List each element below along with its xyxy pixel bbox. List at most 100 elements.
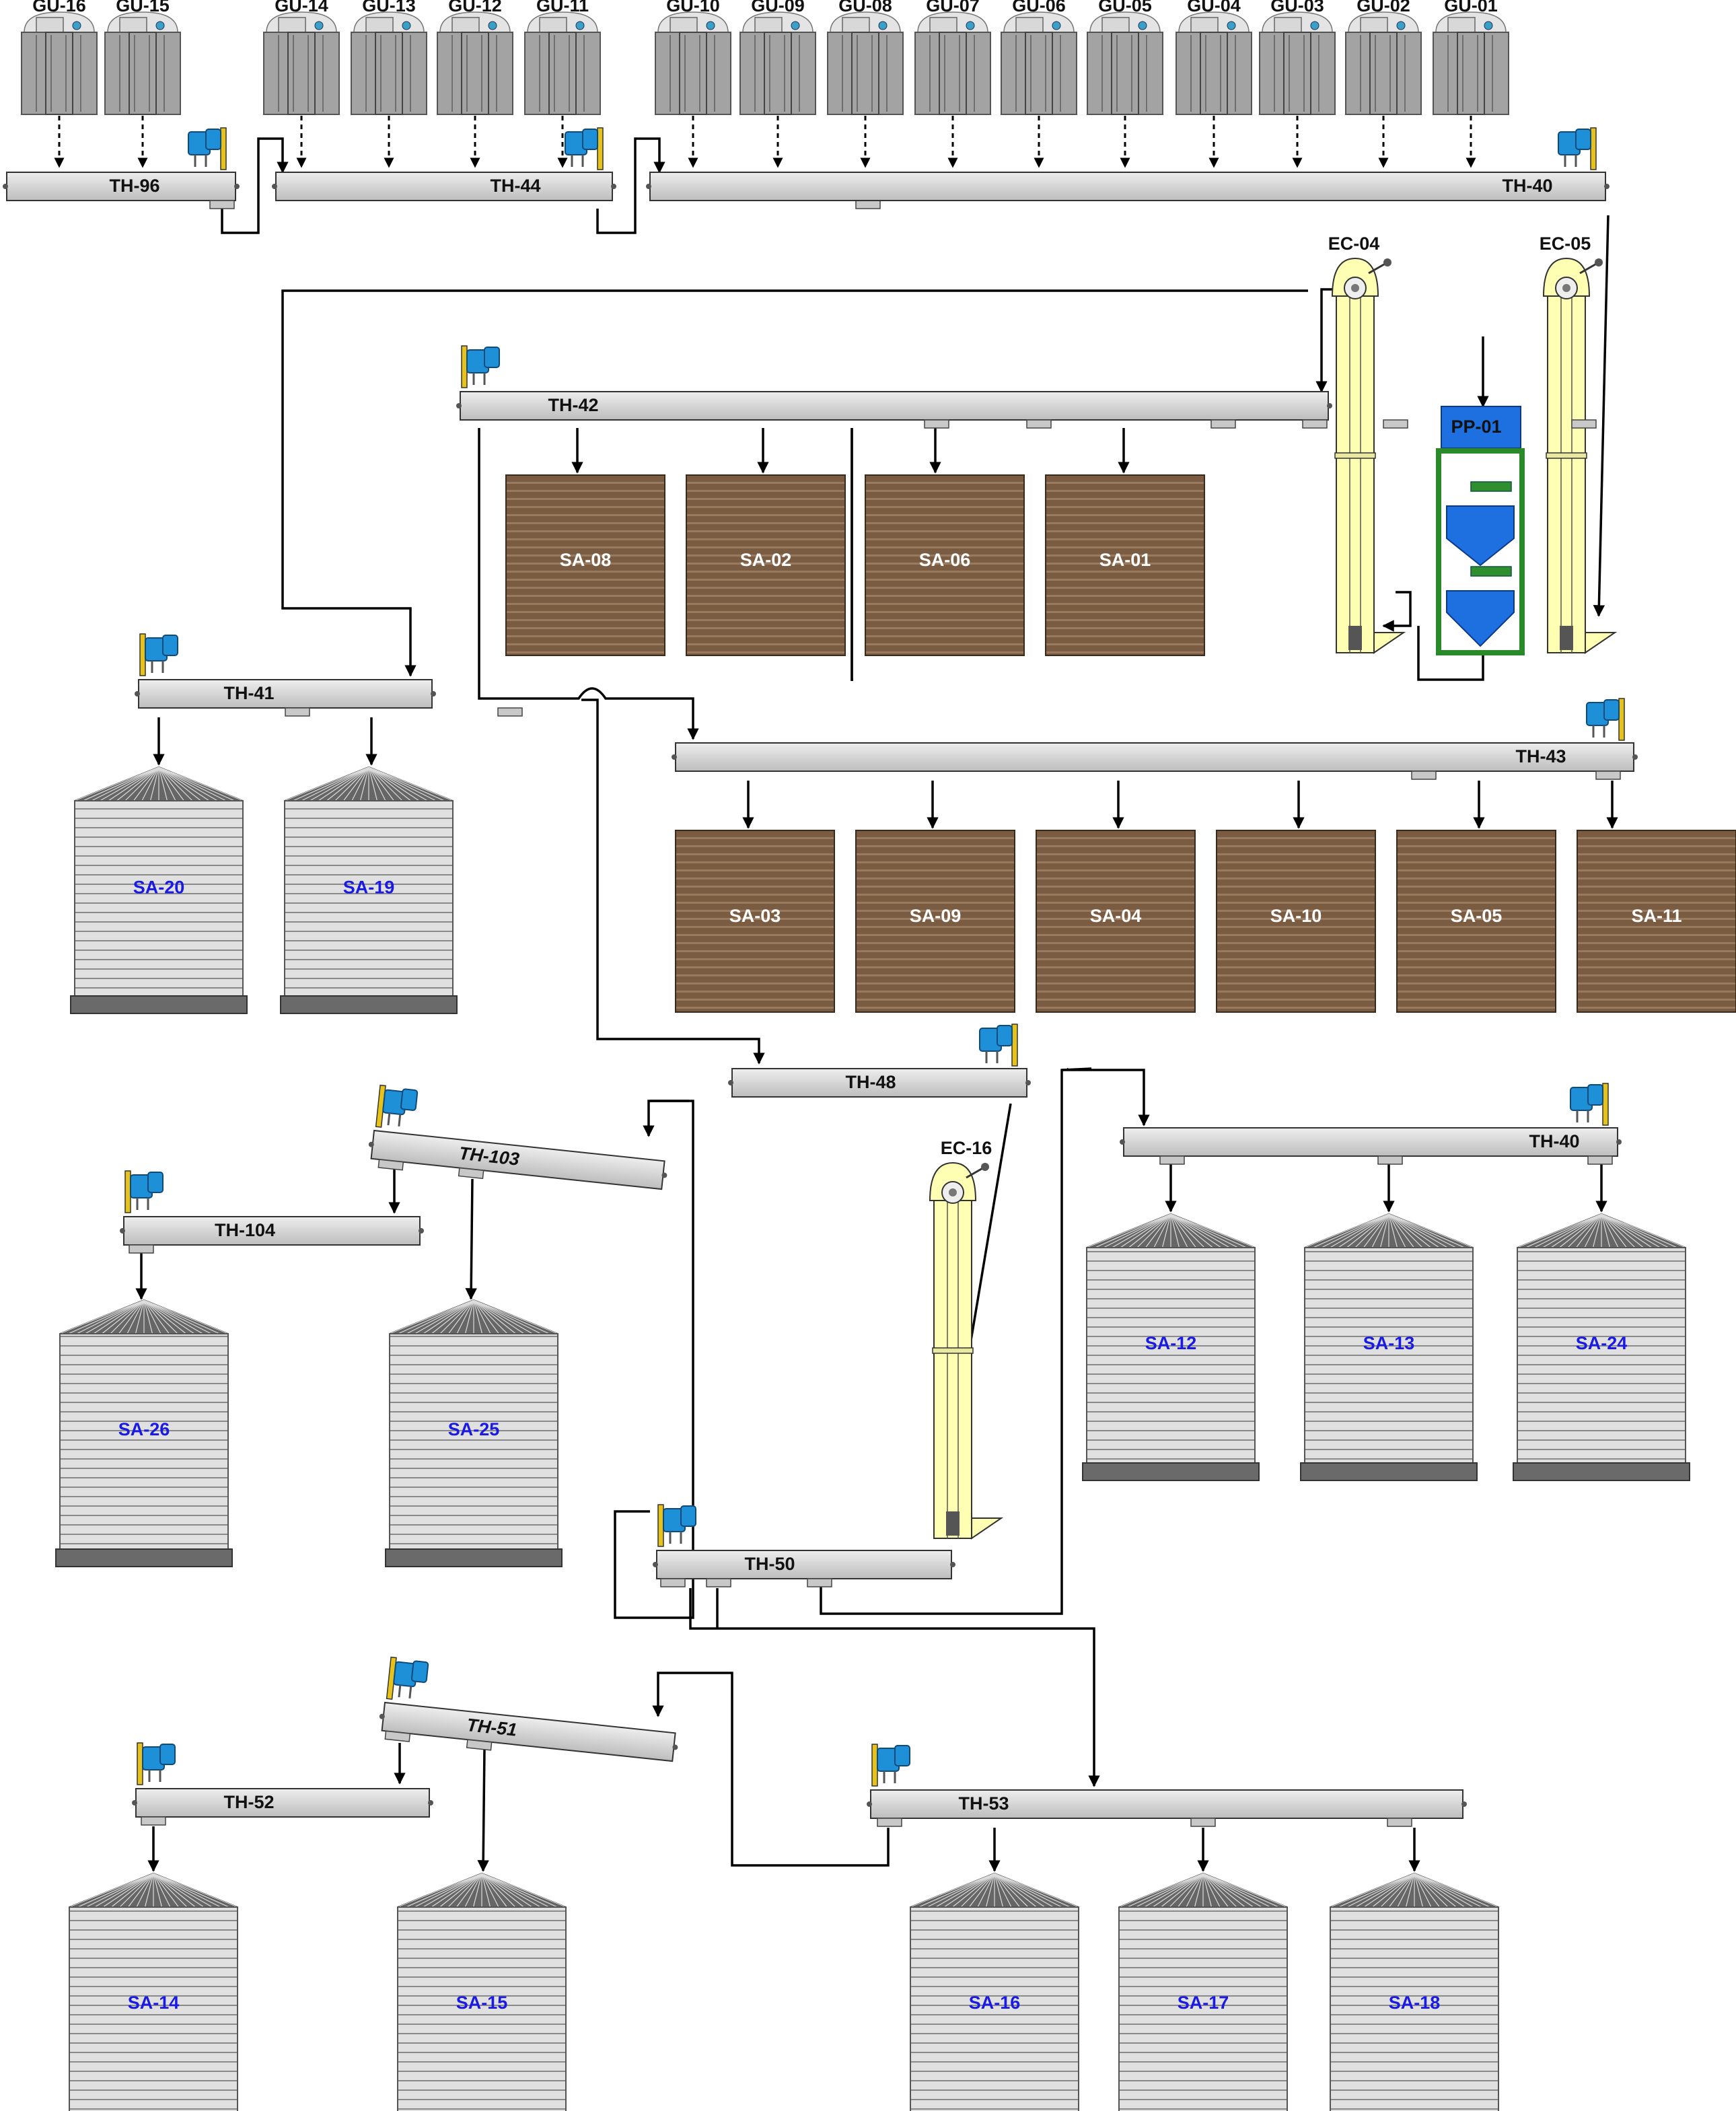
motor-icon bbox=[1587, 699, 1624, 740]
dryer-label: GU-10 bbox=[666, 0, 720, 15]
elevator-label: EC-05 bbox=[1540, 234, 1591, 254]
dryer-unit: GU-03 bbox=[1260, 0, 1335, 114]
conveyor-label: TH-96 bbox=[109, 176, 159, 196]
screw-conveyor: TH-104 bbox=[120, 1171, 424, 1253]
screw-conveyor: TH-51 bbox=[377, 1657, 684, 1770]
bin-label: SA-08 bbox=[560, 550, 612, 570]
conveyor-label: TH-50 bbox=[744, 1554, 795, 1574]
motor-icon bbox=[1570, 1083, 1608, 1125]
purifier-unit: PP-01 bbox=[1439, 406, 1522, 653]
dryer-label: GU-12 bbox=[448, 0, 502, 15]
silo: SA-15 bbox=[394, 1873, 570, 2111]
silo: SA-12 bbox=[1083, 1214, 1259, 1480]
elevator-label: EC-04 bbox=[1328, 234, 1380, 254]
conveyor-label: TH-48 bbox=[845, 1072, 896, 1092]
silo: SA-17 bbox=[1115, 1873, 1291, 2111]
screw-conveyor: TH-42 bbox=[456, 346, 1596, 428]
dryer-unit: GU-16 bbox=[22, 0, 97, 114]
silo-label: SA-17 bbox=[1178, 1993, 1229, 2013]
silo: SA-14 bbox=[65, 1873, 242, 2111]
motor-icon bbox=[376, 1085, 418, 1131]
screw-conveyor: TH-53 bbox=[867, 1744, 1467, 1826]
dryer-unit: GU-04 bbox=[1176, 0, 1252, 114]
dryer-unit: GU-12 bbox=[437, 0, 513, 114]
dryer-unit: GU-05 bbox=[1087, 0, 1163, 114]
screw-conveyor: TH-52 bbox=[132, 1743, 433, 1825]
bucket-elevator: EC-04 bbox=[1328, 234, 1404, 653]
dryer-unit: GU-01 bbox=[1433, 0, 1509, 114]
motor-icon bbox=[137, 1743, 175, 1785]
dryer-unit: GU-09 bbox=[740, 0, 816, 114]
dryer-unit: GU-07 bbox=[915, 0, 990, 114]
conveyor-label: TH-44 bbox=[490, 176, 540, 196]
conveyor-label: TH-104 bbox=[215, 1220, 275, 1240]
flat-storage-bin: SA-06 bbox=[865, 475, 1024, 655]
dryer-label: GU-08 bbox=[838, 0, 892, 15]
dryer-unit: GU-15 bbox=[105, 0, 180, 114]
silo-label: SA-15 bbox=[456, 1993, 508, 2013]
conveyor-label: TH-43 bbox=[1515, 746, 1566, 766]
motor-icon bbox=[387, 1657, 429, 1703]
silo-label: SA-13 bbox=[1363, 1333, 1415, 1353]
dryer-label: GU-14 bbox=[275, 0, 328, 15]
dryer-unit: GU-02 bbox=[1346, 0, 1421, 114]
silo-label: SA-14 bbox=[128, 1993, 180, 2013]
dryer-unit: GU-06 bbox=[1001, 0, 1077, 114]
flat-storage-bin: SA-08 bbox=[506, 475, 665, 655]
motor-icon bbox=[565, 128, 603, 170]
screw-conveyor: TH-43 bbox=[672, 699, 1736, 779]
bin-label: SA-10 bbox=[1270, 906, 1322, 926]
dryer-label: GU-02 bbox=[1357, 0, 1410, 15]
bin-label: SA-05 bbox=[1451, 906, 1503, 926]
conveyor-label: TH-40 bbox=[1502, 176, 1552, 196]
motor-icon bbox=[140, 634, 178, 676]
bin-label: SA-09 bbox=[910, 906, 962, 926]
flat-storage-bin: SA-11 bbox=[1577, 830, 1736, 1012]
silo: SA-19 bbox=[281, 767, 457, 1013]
equipment-layer: GU-16GU-15 GU-14 GU-13 GU-12 GU-11 GU-10 GU-09… bbox=[3, 0, 1736, 2111]
silo-label: SA-18 bbox=[1389, 1993, 1441, 2013]
motor-icon bbox=[658, 1505, 696, 1546]
flat-storage-bin: SA-02 bbox=[686, 475, 845, 655]
elevator-label: EC-16 bbox=[941, 1138, 992, 1158]
bin-label: SA-02 bbox=[740, 550, 792, 570]
silo: SA-16 bbox=[906, 1873, 1083, 2111]
flat-storage-bin: SA-09 bbox=[856, 830, 1015, 1012]
screw-conveyor: TH-50 bbox=[653, 1505, 955, 1587]
screw-conveyor: TH-96 bbox=[3, 128, 240, 209]
motor-icon bbox=[462, 346, 499, 388]
dryer-unit: GU-14 bbox=[264, 0, 339, 114]
bucket-elevator: EC-16 bbox=[930, 1138, 1001, 1538]
conveyor-label: TH-42 bbox=[548, 395, 598, 415]
flat-storage-bin: SA-10 bbox=[1217, 830, 1375, 1012]
screw-conveyor: TH-103 bbox=[366, 1085, 673, 1198]
bin-label: SA-06 bbox=[919, 550, 971, 570]
dryer-label: GU-04 bbox=[1187, 0, 1241, 15]
motor-icon bbox=[1558, 128, 1596, 170]
dryer-unit: GU-13 bbox=[351, 0, 427, 114]
silo-label: SA-19 bbox=[343, 878, 395, 898]
silo: SA-25 bbox=[386, 1300, 562, 1567]
silo-label: SA-12 bbox=[1145, 1333, 1197, 1353]
silo: SA-20 bbox=[71, 767, 247, 1013]
purifier-label: PP-01 bbox=[1451, 417, 1501, 437]
silo-label: SA-20 bbox=[133, 878, 185, 898]
flat-storage-bin: SA-01 bbox=[1046, 475, 1204, 655]
dryer-unit: GU-11 bbox=[525, 0, 600, 114]
dryer-label: GU-05 bbox=[1098, 0, 1152, 15]
conveyor-label: TH-52 bbox=[223, 1792, 274, 1812]
flat-storage-bin: SA-04 bbox=[1036, 830, 1195, 1012]
screw-conveyor: TH-48 bbox=[728, 1024, 1031, 1097]
silo-label: SA-24 bbox=[1576, 1333, 1628, 1353]
silo-label: SA-25 bbox=[448, 1419, 500, 1439]
motor-icon bbox=[980, 1024, 1017, 1066]
dryer-label: GU-01 bbox=[1444, 0, 1498, 15]
silo-label: SA-26 bbox=[118, 1419, 170, 1439]
bin-label: SA-03 bbox=[729, 906, 781, 926]
conveyor-label: TH-41 bbox=[223, 683, 274, 703]
bin-label: SA-01 bbox=[1099, 550, 1151, 570]
screw-conveyor: TH-40 bbox=[1120, 1083, 1622, 1164]
screw-conveyor: TH-41 bbox=[135, 634, 522, 716]
screw-conveyor: TH-40 bbox=[646, 128, 1736, 209]
